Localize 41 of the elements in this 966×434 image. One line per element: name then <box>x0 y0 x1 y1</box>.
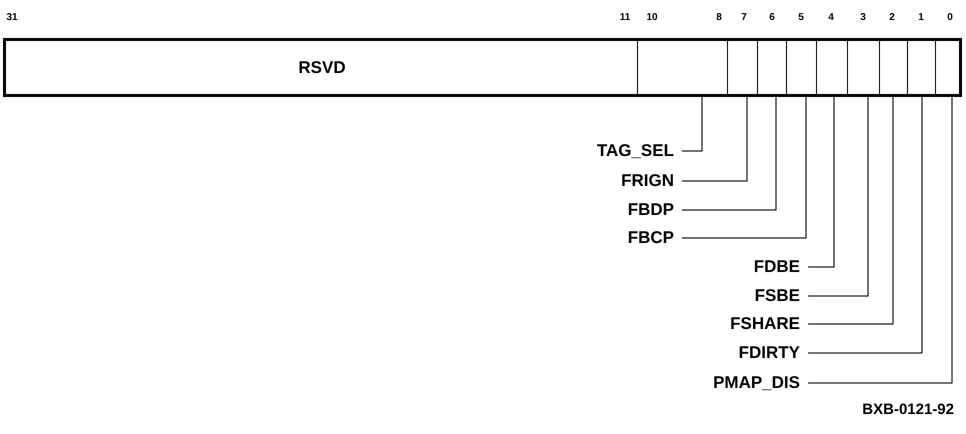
field-name: FRIGN <box>621 172 682 190</box>
leader-line <box>808 96 834 268</box>
leader-line <box>682 96 702 152</box>
bit-cell <box>757 38 787 97</box>
bit-cell <box>637 38 728 97</box>
leader-line <box>682 96 776 210</box>
leader-line <box>808 96 952 384</box>
field-name: PMAP_DIS <box>713 374 808 392</box>
bit-cell <box>935 38 962 97</box>
bit-number: 3 <box>860 13 866 23</box>
bit-number: 6 <box>769 13 775 23</box>
field-name: FDIRTY <box>738 344 808 362</box>
field-name: FSHARE <box>730 315 808 333</box>
bit-number: 10 <box>646 13 658 23</box>
bit-number: 1 <box>918 13 924 23</box>
bit-cell <box>727 38 758 97</box>
bit-number: 31 <box>6 13 18 23</box>
leader-line <box>808 96 868 296</box>
leader-line <box>682 96 806 238</box>
leader-line <box>808 96 894 324</box>
bit-cell <box>816 38 848 97</box>
figure-id: BXB-0121-92 <box>862 402 954 417</box>
bit-cell <box>786 38 817 97</box>
bit-number: 0 <box>947 13 953 23</box>
register-field: RSVD <box>3 38 638 97</box>
bit-number: 4 <box>828 13 834 23</box>
bit-number: 2 <box>889 13 895 23</box>
bit-cell <box>907 38 936 97</box>
field-name: FBDP <box>628 201 682 219</box>
leader-line <box>682 96 748 182</box>
field-name: FSBE <box>754 287 808 305</box>
bit-number: 8 <box>716 13 722 23</box>
field-name: FDBE <box>754 258 808 276</box>
bit-number: 11 <box>620 13 630 23</box>
bit-number: 7 <box>741 13 747 23</box>
bit-cell <box>847 38 880 97</box>
field-name: FBCP <box>628 229 682 247</box>
leader-line <box>808 96 922 354</box>
bit-number: 5 <box>798 13 804 23</box>
field-name: TAG_SEL <box>596 142 682 160</box>
bit-cell <box>879 38 908 97</box>
